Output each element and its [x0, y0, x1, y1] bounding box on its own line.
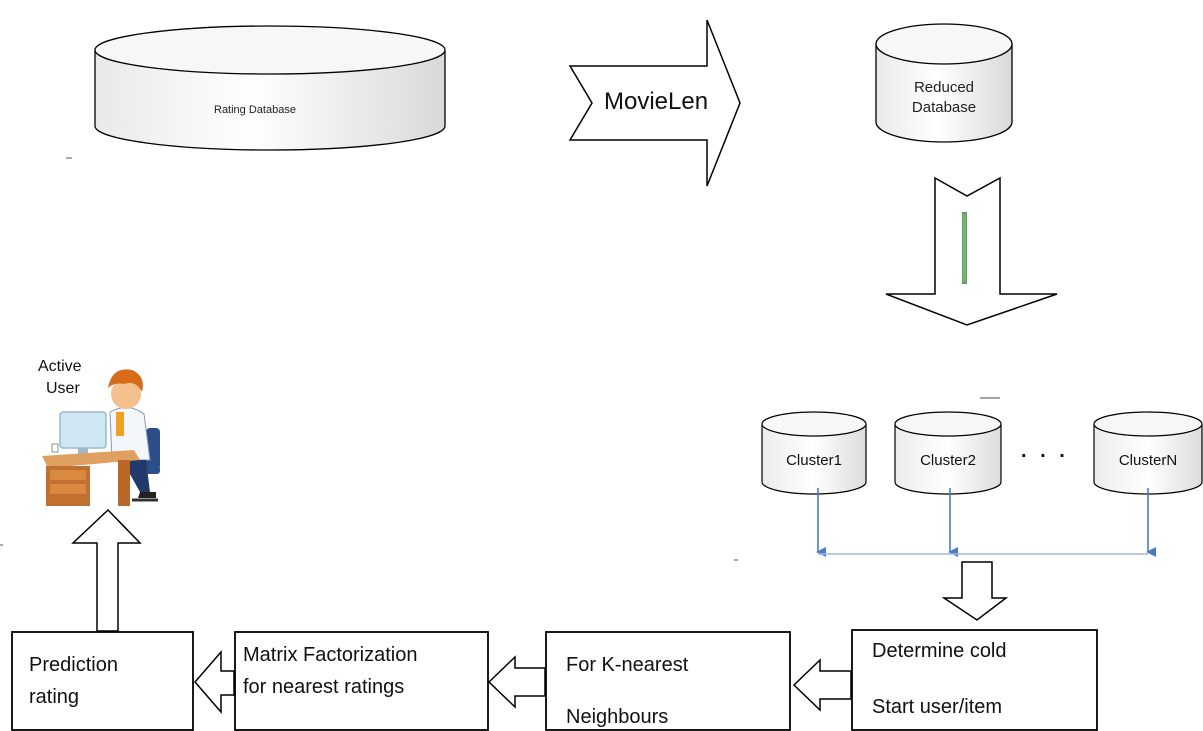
determine-cold-line2: Start user/item: [872, 696, 1003, 718]
cluster2-cylinder: [894, 411, 1002, 495]
k-nearest-line2: Neighbours: [566, 706, 669, 728]
matrix-factorization-box: [234, 631, 489, 731]
determine-cold-line1: Determine cold: [872, 640, 1007, 662]
matrix-factorization-line2: for nearest ratings: [243, 676, 405, 698]
k-nearest-box: [545, 631, 791, 731]
active-user-label-line1: Active: [38, 358, 82, 375]
active-user-label-line2: User: [46, 380, 80, 397]
clusterN-label: ClusterN: [1118, 452, 1178, 469]
prediction-rating-line2: rating: [29, 686, 80, 708]
cluster-ellipsis: . . .: [1021, 440, 1069, 462]
rating-database-label: Rating Database: [214, 104, 296, 116]
prediction-rating-box: [11, 631, 194, 731]
reduced-database-label-line2: Database: [911, 99, 977, 116]
arrow-prediction-to-user: [71, 508, 142, 632]
arrow-matrix-to-prediction: [194, 649, 235, 715]
cluster1-label: Cluster1: [786, 452, 842, 469]
reduced-database-label-line1: Reduced: [913, 79, 975, 96]
rating-database-cylinder: [94, 25, 446, 151]
cluster-connectors: [816, 488, 1156, 557]
arrow-knearest-to-matrix: [487, 655, 546, 709]
merge-down-arrow: [941, 561, 1009, 621]
matrix-factorization-line1: Matrix Factorization: [243, 644, 418, 666]
movielen-arrow: [568, 19, 741, 187]
determine-cold-box: [851, 629, 1098, 731]
arrow-cold-to-knearest: [792, 658, 852, 712]
reduced-database-cylinder: [875, 23, 1013, 143]
k-nearest-line1: For K-nearest: [566, 654, 689, 676]
active-user-illustration: [42, 369, 160, 506]
cluster1-cylinder: [761, 411, 867, 495]
clustering-down-arrow: [885, 176, 1058, 326]
cluster2-label: Cluster2: [920, 452, 976, 469]
prediction-rating-line1: Prediction: [29, 654, 118, 676]
movielen-label: MovieLen: [604, 88, 709, 115]
